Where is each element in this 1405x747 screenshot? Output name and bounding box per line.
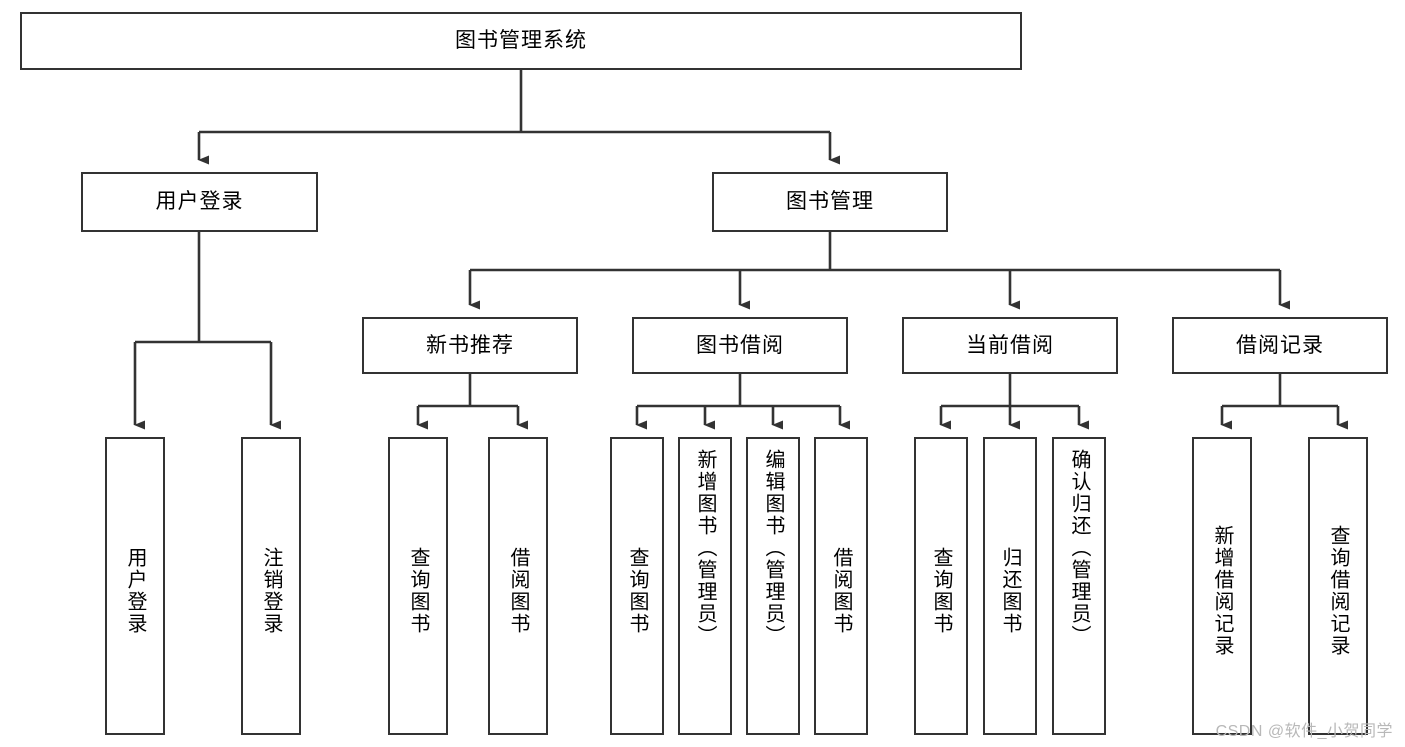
leaf-current-confirm-return[interactable]: 确认归还（管理员） <box>1052 437 1106 735</box>
leaf-borrow-query-book[interactable]: 查询图书 <box>610 437 664 735</box>
leaf-logout[interactable]: 注销登录 <box>241 437 301 735</box>
leaf-borrow-borrow-book[interactable]: 借阅图书 <box>814 437 868 735</box>
node-current-borrow-label: 当前借阅 <box>966 333 1054 357</box>
node-user-login-label: 用户登录 <box>155 190 244 214</box>
node-borrow-record-label: 借阅记录 <box>1236 333 1324 357</box>
node-borrow-record[interactable]: 借阅记录 <box>1172 317 1388 374</box>
leaf-newbook-borrow-book-label: 借阅图书 <box>507 547 529 635</box>
node-book-borrow-label: 图书借阅 <box>696 333 784 357</box>
leaf-newbook-query-book[interactable]: 查询图书 <box>388 437 448 735</box>
leaf-newbook-query-book-label: 查询图书 <box>407 547 429 635</box>
leaf-current-confirm-return-label: 确认归还（管理员） <box>1068 449 1090 647</box>
node-root-label: 图书管理系统 <box>455 29 587 53</box>
node-user-login[interactable]: 用户登录 <box>81 172 318 232</box>
leaf-record-add[interactable]: 新增借阅记录 <box>1192 437 1252 735</box>
node-root[interactable]: 图书管理系统 <box>20 12 1022 70</box>
node-current-borrow[interactable]: 当前借阅 <box>902 317 1118 374</box>
leaf-current-return-book-label: 归还图书 <box>999 547 1021 635</box>
leaf-current-query-book-label: 查询图书 <box>930 547 952 635</box>
leaf-record-query-label: 查询借阅记录 <box>1327 525 1349 657</box>
leaf-borrow-add-book[interactable]: 新增图书（管理员） <box>678 437 732 735</box>
csdn-watermark: CSDN @软件_小贺同学 <box>1215 723 1393 740</box>
leaf-borrow-query-book-label: 查询图书 <box>626 547 648 635</box>
leaf-borrow-borrow-book-label: 借阅图书 <box>830 547 852 635</box>
leaf-current-return-book[interactable]: 归还图书 <box>983 437 1037 735</box>
node-book-borrow[interactable]: 图书借阅 <box>632 317 848 374</box>
node-new-book-recommend[interactable]: 新书推荐 <box>362 317 578 374</box>
leaf-current-query-book[interactable]: 查询图书 <box>914 437 968 735</box>
leaf-record-add-label: 新增借阅记录 <box>1211 525 1233 657</box>
leaf-newbook-borrow-book[interactable]: 借阅图书 <box>488 437 548 735</box>
leaf-record-query[interactable]: 查询借阅记录 <box>1308 437 1368 735</box>
leaf-borrow-edit-book[interactable]: 编辑图书（管理员） <box>746 437 800 735</box>
node-new-book-recommend-label: 新书推荐 <box>426 333 514 357</box>
node-book-management-label: 图书管理 <box>786 190 874 214</box>
leaf-borrow-add-book-label: 新增图书（管理员） <box>694 449 716 647</box>
node-book-management[interactable]: 图书管理 <box>712 172 948 232</box>
leaf-user-login[interactable]: 用户登录 <box>105 437 165 735</box>
leaf-borrow-edit-book-label: 编辑图书（管理员） <box>762 449 784 647</box>
leaf-logout-label: 注销登录 <box>260 547 282 635</box>
leaf-user-login-label: 用户登录 <box>124 547 146 635</box>
